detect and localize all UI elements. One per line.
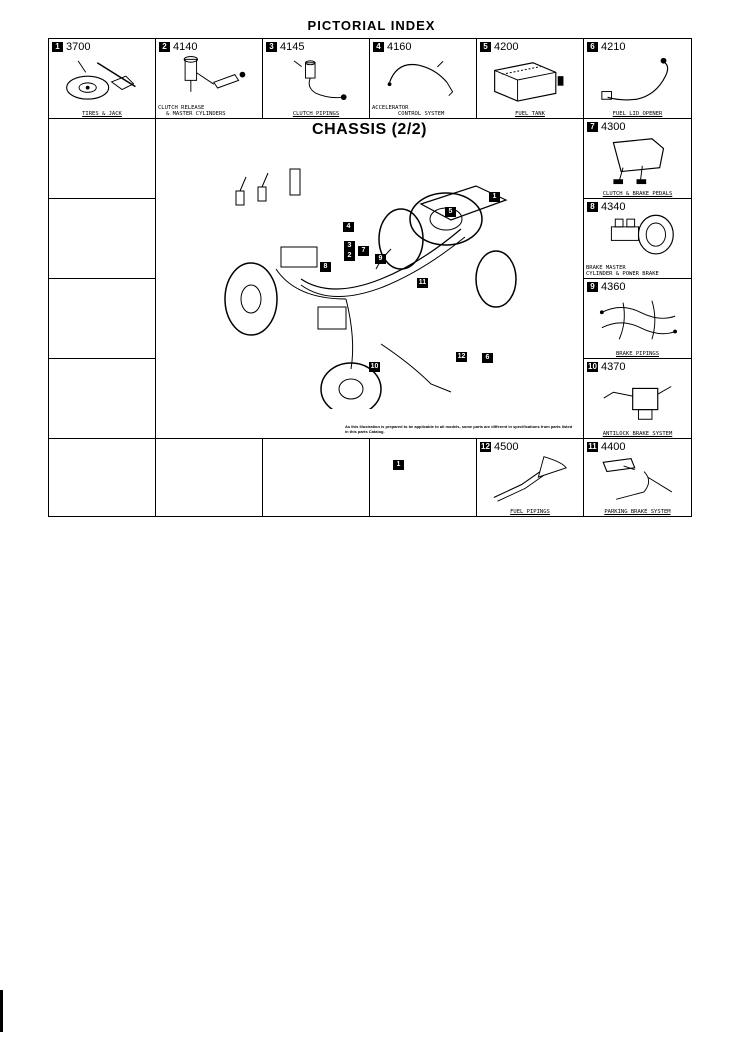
ref-number-badge: 12 [480,442,491,452]
section-code: 4340 [601,201,626,213]
ref-number-badge: 5 [480,42,491,52]
callout-label: 6 [482,353,493,363]
chassis-title: CHASSIS (2/2) [312,121,427,138]
ref-number-badge: 2 [159,42,170,52]
cell-caption: TIRES & JACK [82,111,122,117]
section-code: 4145 [280,41,305,53]
brake-pipings-illustration [594,293,681,346]
cell-caption: BRAKE PIPINGS [615,351,660,357]
ref-number-badge: 11 [587,442,598,452]
index-cell-empty [49,279,156,359]
brake-master-cylinder-illustration [594,213,681,262]
callout-label: 1 [393,460,404,470]
index-cell-empty [156,439,263,516]
callout-label: 11 [417,278,428,288]
ref-number-badge: 3 [266,42,277,52]
callout-label: 3 [344,241,355,251]
callout-label: 10 [369,362,380,372]
ref-number-badge: 1 [52,42,63,52]
cell-caption: CLUTCH & BRAKE PEDALS [602,191,673,197]
page-title: PICTORIAL INDEX [307,18,436,33]
ref-number-badge: 4 [373,42,384,52]
index-cell-empty [49,439,156,516]
accelerator-illustration [380,53,466,102]
cell-caption: CLUTCH PIPINGS [292,111,340,117]
fuel-pipings-illustration [487,453,573,504]
section-code: 4210 [601,41,626,53]
cell-caption: FUEL TANK [515,111,545,117]
section-code: 4140 [173,41,198,53]
callout-label: 1 [489,192,500,202]
ref-number-badge: 8 [587,202,598,212]
cell-caption: ANTILOCK BRAKE SYSTEM [602,431,673,437]
callout-label: 4 [343,222,354,232]
tires-jack-illustration [59,53,145,106]
section-code: 3700 [66,41,91,53]
margin-mark [0,990,3,1032]
callout-label: 8 [320,262,331,272]
index-cell-empty [263,439,370,516]
section-code: 4360 [601,281,626,293]
chassis-illustration [224,168,517,409]
callout-label: 12 [456,352,467,362]
chassis-main-panel: CHASSIS (2/2) [156,119,584,470]
parking-brake-illustration [594,453,681,504]
index-cell-empty [49,199,156,279]
section-code: 4200 [494,41,519,53]
callout-label: 7 [358,246,369,256]
section-code: 4160 [387,41,412,53]
fuel-lid-opener-illustration [594,53,681,106]
applicability-note: As this illustration is prepared to be a… [345,424,573,434]
ref-number-badge: 6 [587,42,598,52]
callout-label: 2 [344,251,355,261]
index-cell-empty [49,359,156,439]
clutch-brake-pedals-illustration [594,133,681,186]
ref-number-badge: 10 [587,362,598,372]
cell-caption: FUEL PIPINGS [510,509,550,515]
callout-label: 5 [445,207,456,217]
ref-number-badge: 7 [587,122,598,132]
section-code: 4300 [601,121,626,133]
cell-caption: FUEL LID OPENER [612,111,663,117]
index-cell-empty [370,439,477,516]
cell-caption: CLUTCH RELEASE& MASTER CYLINDERS [158,105,226,117]
clutch-pipings-illustration [273,53,359,106]
section-code: 4370 [601,361,626,373]
ref-number-badge: 9 [587,282,598,292]
antilock-brake-illustration [594,373,681,426]
index-cell-empty [49,119,156,199]
section-code: 4500 [494,441,519,453]
fuel-tank-illustration [487,53,573,106]
cell-caption: PARKING BRAKE SYSTEM [604,509,671,515]
clutch-release-illustration [166,53,252,102]
callout-label: 9 [375,254,386,264]
section-code: 4400 [601,441,626,453]
